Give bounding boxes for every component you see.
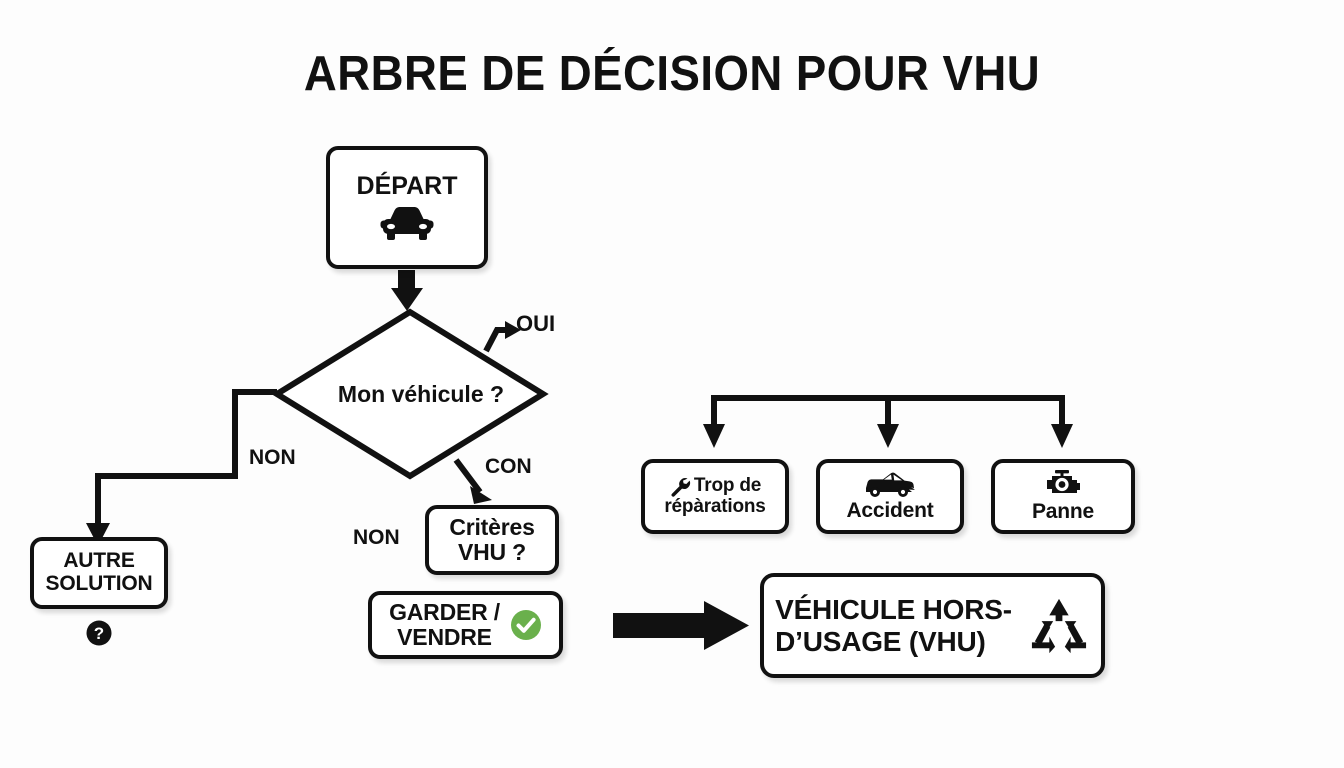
crashed-car-icon bbox=[860, 470, 920, 498]
edge-label-non-left: NON bbox=[249, 446, 296, 469]
edge-label-oui: OUI bbox=[516, 311, 556, 336]
page-title: ARBRE DE DÉCISION POUR VHU bbox=[303, 47, 1041, 101]
edge-con-criteres bbox=[453, 458, 492, 504]
node-garder-vendre[interactable]: GARDER / VENDRE bbox=[368, 591, 563, 659]
criteres-line1: Critères bbox=[449, 514, 535, 541]
node-garder-vendre-label: GARDER / VENDRE bbox=[389, 600, 500, 650]
edge-depart-to-decision bbox=[391, 270, 423, 311]
edge-non-autre-solution bbox=[86, 389, 277, 546]
recycle-icon bbox=[1028, 597, 1090, 655]
node-accident-label: Accident bbox=[846, 499, 934, 523]
autre-line2: SOLUTION bbox=[45, 572, 153, 595]
edge-oui bbox=[483, 321, 521, 353]
node-decision-label: Mon véhicule ? bbox=[337, 380, 505, 407]
question-circle-icon: ? bbox=[86, 620, 112, 646]
check-circle-green-icon bbox=[510, 609, 542, 641]
wrench-icon bbox=[669, 475, 691, 497]
autre-line1: AUTRE bbox=[63, 549, 135, 573]
node-panne-label: Panne bbox=[1031, 500, 1095, 524]
node-autre-solution-label: AUTRE SOLUTION bbox=[45, 549, 153, 595]
criteres-line2: VHU ? bbox=[457, 539, 526, 565]
node-decision-vehicule[interactable]: Mon véhicule ? bbox=[275, 310, 545, 478]
node-trop-de-reparations[interactable]: Trop de répàrations bbox=[641, 459, 789, 534]
node-trop-de-reparations-label: Trop de répàrations bbox=[664, 475, 765, 518]
edge-label-con: CON bbox=[485, 455, 532, 478]
node-vehicule-hors-dusage-label: VÉHICULE HORS- D’USAGE (VHU) bbox=[775, 594, 1012, 658]
garder-line1: GARDER / bbox=[389, 599, 500, 626]
edge-to-vhu bbox=[613, 601, 749, 650]
node-vehicule-hors-dusage[interactable]: VÉHICULE HORS- D’USAGE (VHU) bbox=[760, 573, 1105, 678]
engine-icon bbox=[1043, 469, 1083, 499]
node-criteres-vhu-label: Critères VHU ? bbox=[449, 514, 535, 565]
node-accident[interactable]: Accident bbox=[816, 459, 964, 534]
car-front-icon bbox=[379, 204, 435, 242]
node-autre-solution[interactable]: AUTRE SOLUTION bbox=[30, 537, 168, 609]
svg-text:?: ? bbox=[94, 624, 104, 643]
garder-line2: VENDRE bbox=[397, 624, 492, 650]
node-depart-label: DÉPART bbox=[356, 172, 458, 200]
edge-label-non-criteres: NON bbox=[353, 526, 400, 549]
edge-bus-three-causes bbox=[703, 395, 1073, 448]
vhu-line2: D’USAGE (VHU) bbox=[775, 625, 986, 657]
vhu-line1: VÉHICULE HORS- bbox=[775, 593, 1012, 625]
node-panne[interactable]: Panne bbox=[991, 459, 1135, 534]
reparations-line2: répàrations bbox=[664, 496, 766, 518]
decision-diamond-shape bbox=[271, 308, 549, 480]
node-depart[interactable]: DÉPART bbox=[326, 146, 488, 269]
node-criteres-vhu[interactable]: Critères VHU ? bbox=[425, 505, 559, 575]
reparations-line1: Trop de bbox=[693, 474, 762, 496]
